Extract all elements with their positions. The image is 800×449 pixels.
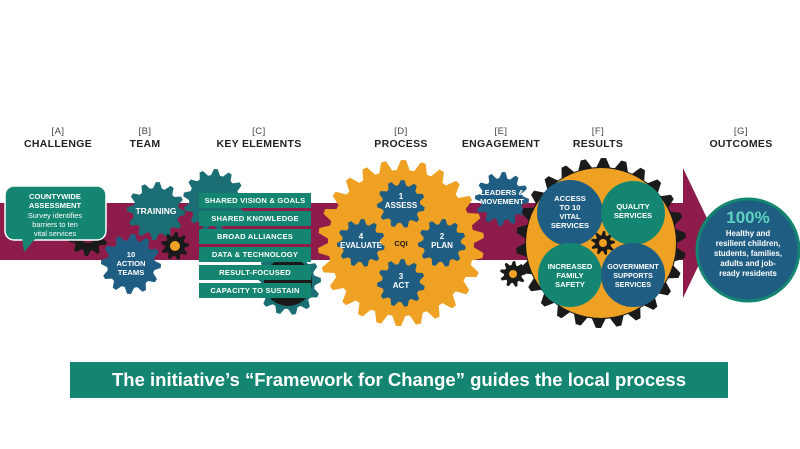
results-access-1: ACCESS — [554, 194, 586, 203]
team-action-2: ACTION — [116, 259, 145, 268]
process-act-gear — [377, 259, 425, 307]
engagement-small-gear — [500, 261, 526, 287]
process-evaluate: EVALUATE — [340, 241, 383, 250]
outcomes-percent: 100% — [726, 208, 769, 227]
team-action-gear — [101, 234, 161, 294]
team-training-label: TRAINING — [135, 206, 176, 216]
results-center-gear — [591, 231, 615, 255]
process-assess-gear — [377, 180, 425, 228]
engagement-gear — [475, 172, 529, 226]
key-element-item: SHARED KNOWLEDGE — [199, 211, 311, 226]
results-gov-disc — [601, 243, 665, 307]
header-team: [B] TEAM — [90, 126, 200, 150]
outcomes-line-5: ready residents — [719, 269, 777, 278]
engagement-line-1: LEADERS & — [480, 188, 524, 197]
header-engagement: [E] ENGAGEMENT — [446, 126, 556, 150]
outcomes-line-2: resilient children, — [716, 239, 781, 248]
header-engagement-code: [E] — [494, 126, 508, 137]
header-key-elements-name: KEY ELEMENTS — [216, 138, 302, 150]
process-act-num: 3 — [399, 272, 404, 281]
results-access-2: TO 10 — [560, 203, 581, 212]
process-plan-gear — [418, 219, 466, 267]
outcomes-line-3: students, families, — [714, 249, 782, 258]
outcomes-line-4: adults and job- — [720, 259, 776, 268]
header-process: [D] PROCESS — [346, 126, 456, 150]
challenge-body-2: barriers to ten — [32, 220, 78, 229]
process-plan-num: 2 — [440, 232, 445, 241]
results-access-disc — [537, 180, 603, 246]
results-gov-1: GOVERNMENT — [607, 262, 659, 271]
results-quality-1: QUALITY — [616, 202, 649, 211]
key-element-item: DATA & TECHNOLOGY — [199, 247, 311, 262]
header-results-code: [F] — [591, 126, 605, 137]
process-center-gear — [390, 232, 412, 254]
challenge-body-3: vital services — [34, 229, 77, 238]
header-key-elements-code: [C] — [252, 126, 266, 137]
header-process-name: PROCESS — [374, 138, 428, 150]
challenge-title-1: COUNTYWIDE — [29, 192, 81, 201]
outcomes-line-1: Healthy and — [726, 229, 770, 238]
header-team-code: [B] — [138, 126, 152, 137]
header-results-name: RESULTS — [572, 138, 624, 150]
framework-banner: The initiative’s “Framework for Change” … — [70, 362, 728, 398]
process-assess: ASSESS — [385, 201, 418, 210]
key-element-item: BROAD ALLIANCES — [199, 229, 311, 244]
header-challenge: [A] CHALLENGE — [3, 126, 113, 150]
header-challenge-code: [A] — [51, 126, 65, 137]
results-safety-disc — [538, 243, 602, 307]
key-element-item: SHARED VISION & GOALS — [199, 193, 311, 208]
results-quality-disc — [601, 181, 665, 245]
results-safety-1: INCREASED — [548, 262, 593, 271]
process-evaluate-gear — [337, 219, 385, 267]
header-outcomes-name: OUTCOMES — [709, 138, 773, 150]
results-safety-3: SAFETY — [555, 280, 585, 289]
header-engagement-name: ENGAGEMENT — [461, 138, 541, 150]
team-action-3: TEAMS — [118, 268, 145, 277]
header-outcomes: [G] OUTCOMES — [686, 126, 796, 150]
results-access-4: SERVICES — [551, 221, 589, 230]
process-assess-num: 1 — [399, 192, 404, 201]
results-access-3: VITAL — [559, 212, 581, 221]
team-training-gear — [127, 182, 185, 240]
header-results: [F] RESULTS — [543, 126, 653, 150]
process-plan: PLAN — [431, 241, 453, 250]
process-evaluate-num: 4 — [359, 232, 364, 241]
challenge-title-2: ASSESSMENT — [29, 201, 82, 210]
results-gov-2: SUPPORTS — [613, 271, 653, 280]
outcomes-circle: 100% Healthy and resilient children, stu… — [695, 197, 800, 303]
team-small-black-gear — [161, 232, 189, 260]
process-center-cqi: CQI — [394, 239, 407, 248]
process-act: ACT — [393, 281, 410, 290]
header-challenge-name: CHALLENGE — [23, 138, 93, 150]
header-key-elements: [C] KEY ELEMENTS — [204, 126, 314, 150]
results-quality-2: SERVICES — [614, 211, 652, 220]
key-element-item: RESULT-FOCUSED — [199, 265, 311, 280]
key-element-item: CAPACITY TO SUSTAIN — [199, 283, 311, 298]
header-process-code: [D] — [394, 126, 408, 137]
challenge-body-1: Survey identifies — [28, 211, 83, 220]
header-team-name: TEAM — [129, 138, 161, 150]
results-gov-3: SERVICES — [615, 280, 651, 289]
team-action-1: 10 — [127, 250, 135, 259]
results-safety-2: FAMILY — [556, 271, 583, 280]
challenge-bubble: COUNTYWIDE ASSESSMENT Survey identifies … — [4, 185, 107, 252]
header-outcomes-code: [G] — [733, 126, 749, 137]
engagement-line-2: MOVEMENT — [480, 197, 524, 206]
